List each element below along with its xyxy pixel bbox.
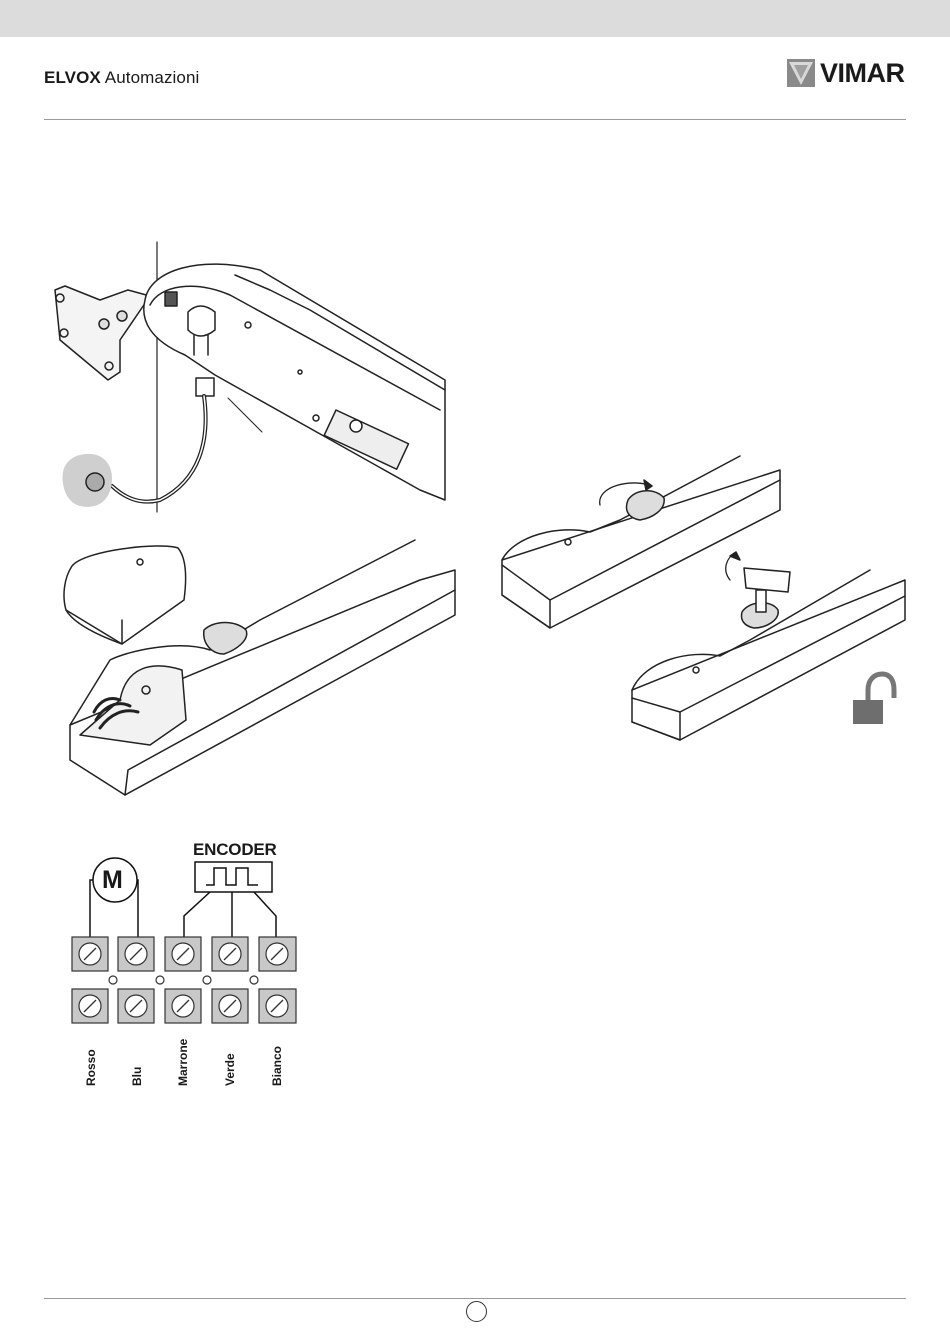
motor-label: M bbox=[102, 866, 123, 895]
wire-label-blu: Blu bbox=[130, 1067, 144, 1086]
key-icon bbox=[744, 568, 790, 592]
encoder-label: ENCODER bbox=[193, 840, 277, 860]
wire-label-bianco: Bianco bbox=[270, 1046, 284, 1086]
drawing-release-rotate bbox=[502, 456, 780, 628]
wire-label-marrone: Marrone bbox=[176, 1039, 190, 1086]
drawing-cover-removed bbox=[64, 540, 455, 795]
padlock-open-icon bbox=[853, 674, 894, 724]
drawing-cable-entry bbox=[55, 242, 445, 512]
page-number-circle bbox=[466, 1301, 487, 1322]
wire-label-rosso: Rosso bbox=[84, 1049, 98, 1086]
wire-label-verde: Verde bbox=[223, 1053, 237, 1086]
